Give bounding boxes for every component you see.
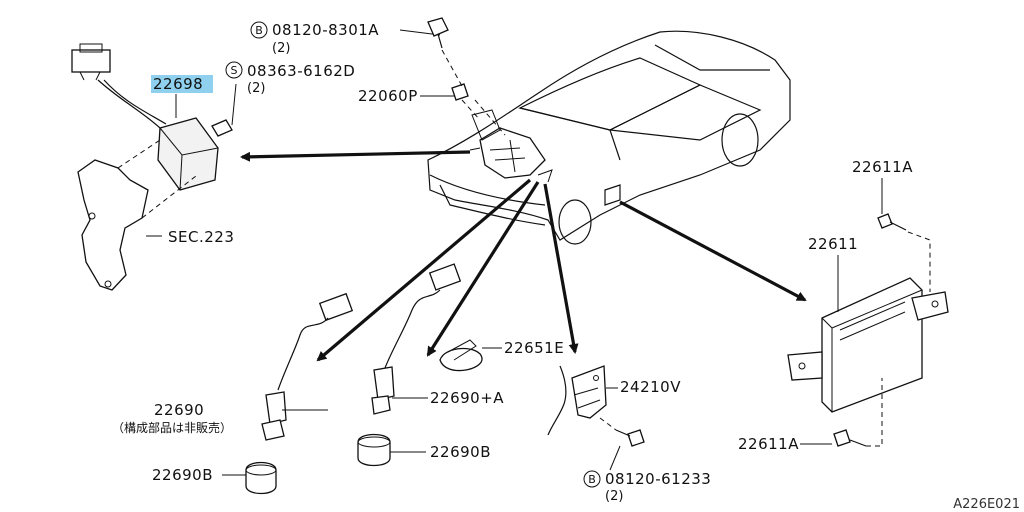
label-22611a-bottom: 22611A [738, 435, 799, 453]
label-22651e: 22651E [504, 339, 564, 357]
label-22690b-mid: 22690B [430, 443, 491, 461]
label-screw-qty: (2) [247, 81, 265, 96]
label-08363-6162d: 08363-6162D [247, 62, 355, 80]
screw-badge: S [231, 64, 238, 77]
label-24210v: 24210V [620, 378, 681, 396]
connector-shape [71, 49, 111, 73]
leaders-top-left [146, 29, 458, 237]
label-22060p: 22060P [358, 87, 418, 105]
label-bolt-a-qty: (2) [272, 41, 290, 56]
control-unit-22611 [787, 178, 949, 447]
diagram-ref-code: A226E021 [953, 497, 1020, 512]
label-08120-61233: 08120-61233 [605, 470, 711, 488]
bracket-shape [77, 159, 149, 291]
badge-b2-circle [583, 470, 601, 488]
label-08120-8301a: 08120-8301A [272, 21, 379, 39]
highlight-22698 [151, 75, 213, 93]
badge-s-circle [225, 61, 243, 79]
labels: B 08120-8301A (2) 22698 S 08363-6162D (2… [112, 21, 1020, 512]
sensor-22690 [222, 292, 354, 495]
label-22690a: 22690+A [430, 389, 504, 407]
badge-b-circle [250, 21, 268, 39]
bolt-and-nut-top [427, 17, 506, 141]
car-illustration [427, 30, 791, 245]
label-sec-223: SEC.223 [168, 228, 234, 246]
label-22611: 22611 [808, 235, 858, 253]
label-22698: 22698 [153, 75, 203, 93]
label-bolt-b-qty: (2) [605, 489, 623, 504]
label-22690: 22690 [154, 401, 204, 419]
label-22690-note: （構成部品は非販売） [112, 420, 232, 435]
sensor-22690a [357, 263, 462, 467]
part-22698-assembly [71, 43, 237, 291]
pointer-arrows [240, 150, 807, 362]
bolt-b-badge: B [588, 473, 596, 486]
control-unit-box [821, 277, 923, 413]
bolt-a-badge: B [255, 24, 263, 37]
label-22611a-top: 22611A [852, 158, 913, 176]
part-24210v [547, 365, 645, 471]
label-22690b-left: 22690B [152, 466, 213, 484]
part-22651e [439, 339, 502, 372]
